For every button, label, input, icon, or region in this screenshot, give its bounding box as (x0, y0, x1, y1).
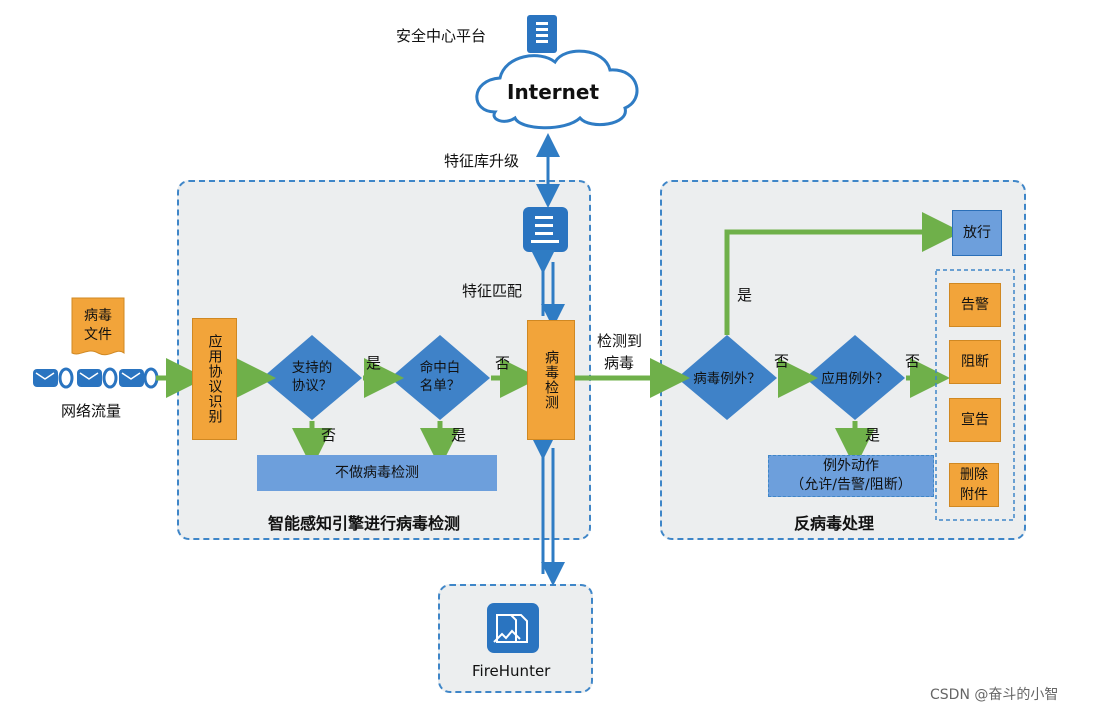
green-connectors (156, 212, 962, 468)
yes-label-2: 是 (451, 426, 467, 444)
decision-virus-exception (677, 335, 777, 420)
action-announce-box: 宣告 (949, 398, 1001, 442)
no-detection-bar: 不做病毒检测 (257, 455, 497, 491)
decision-whitelist (390, 335, 490, 420)
detected-virus-label-1: 检测到 (597, 332, 643, 350)
action-alert-box: 告警 (949, 283, 1001, 327)
yes-label-4: 是 (865, 426, 881, 444)
signature-database-icon (523, 207, 568, 252)
internet-label: Internet (507, 80, 600, 104)
actions-group-frame (935, 269, 1015, 521)
firehunter-label: FireHunter (472, 662, 551, 680)
virus-file-label-1: 病毒 (84, 308, 112, 324)
no-label-2: 否 (495, 354, 511, 372)
virus-file-icon (71, 297, 125, 356)
feature-match-label: 特征匹配 (462, 282, 523, 300)
signature-upgrade-label: 特征库升级 (444, 152, 520, 170)
detection-engine-title: 智能感知引擎进行病毒检测 (268, 514, 461, 533)
pass-box: 放行 (952, 210, 1002, 256)
yes-label-3: 是 (737, 286, 753, 304)
yes-label-1: 是 (366, 354, 382, 372)
virus-detection-box: 病毒检测 (527, 320, 575, 440)
security-center-label: 安全中心平台 (396, 27, 487, 45)
action-delete-attachment-box: 删除附件 (949, 463, 999, 507)
decision-supported-protocol-label: 支持的 协议？ (291, 360, 333, 394)
no-label-4: 否 (905, 352, 921, 370)
antivirus-handling-title: 反病毒处理 (794, 514, 875, 533)
watermark: CSDN @奋斗的小智 (930, 687, 1059, 703)
exception-action-box: 例外动作 （允许/告警/阻断） (768, 455, 934, 497)
internet-cloud (475, 49, 639, 130)
decision-virus-exception-label: 病毒例外？ (693, 371, 761, 387)
server-icon (527, 15, 557, 53)
decision-supported-protocol (262, 335, 362, 420)
detected-virus-label-2: 病毒 (604, 354, 635, 372)
decision-app-exception (805, 335, 905, 420)
protocol-identification-box: 应用协议识别 (192, 318, 237, 440)
decision-whitelist-label: 命中白 名单？ (419, 360, 461, 394)
decision-app-exception-label: 应用例外？ (821, 371, 889, 387)
no-label-1: 否 (321, 426, 337, 444)
action-block-box: 阻断 (949, 340, 1001, 384)
traffic-chain-icon (33, 367, 159, 389)
virus-file-label-2: 文件 (84, 327, 112, 343)
blue-connectors (531, 133, 565, 586)
no-label-3: 否 (774, 352, 790, 370)
firehunter-icon (487, 603, 539, 653)
network-traffic-label: 网络流量 (61, 402, 122, 420)
